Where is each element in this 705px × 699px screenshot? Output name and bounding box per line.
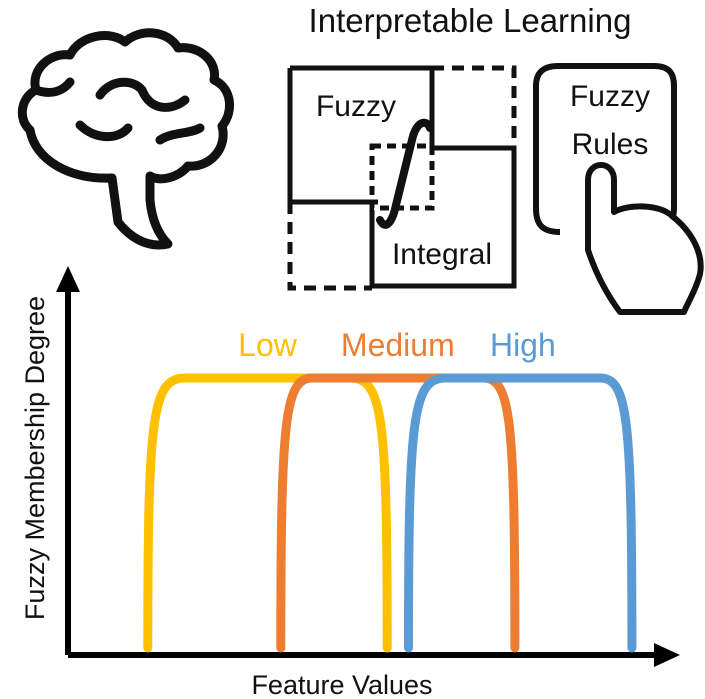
membership-curve-low [143,373,392,653]
y-axis-arrow [56,266,80,292]
brain-icon [17,28,234,250]
fuzzy-rules-line1: Fuzzy [570,80,650,113]
series-label-low: Low [238,327,298,363]
x-axis-arrow [654,643,680,667]
membership-curve-high [403,373,637,653]
chart-series: Low Medium High [143,327,637,653]
fuzzy-rules-icon: Fuzzy Rules [533,63,704,315]
pointing-hand-icon [585,162,704,315]
fuzzy-rules-line2: Rules [572,128,649,161]
fuzzy-integral-icon: Fuzzy Integral [287,65,517,291]
chart-axes [56,266,680,667]
membership-curve-medium [276,373,520,653]
y-axis-label: Fuzzy Membership Degree [20,296,50,620]
integral-word: Integral [392,238,492,271]
series-label-medium: Medium [341,327,455,363]
series-label-high: High [490,327,556,363]
diagram-title: Interpretable Learning [309,2,632,39]
x-axis-label: Feature Values [251,670,432,699]
fuzzy-word: Fuzzy [316,90,396,123]
